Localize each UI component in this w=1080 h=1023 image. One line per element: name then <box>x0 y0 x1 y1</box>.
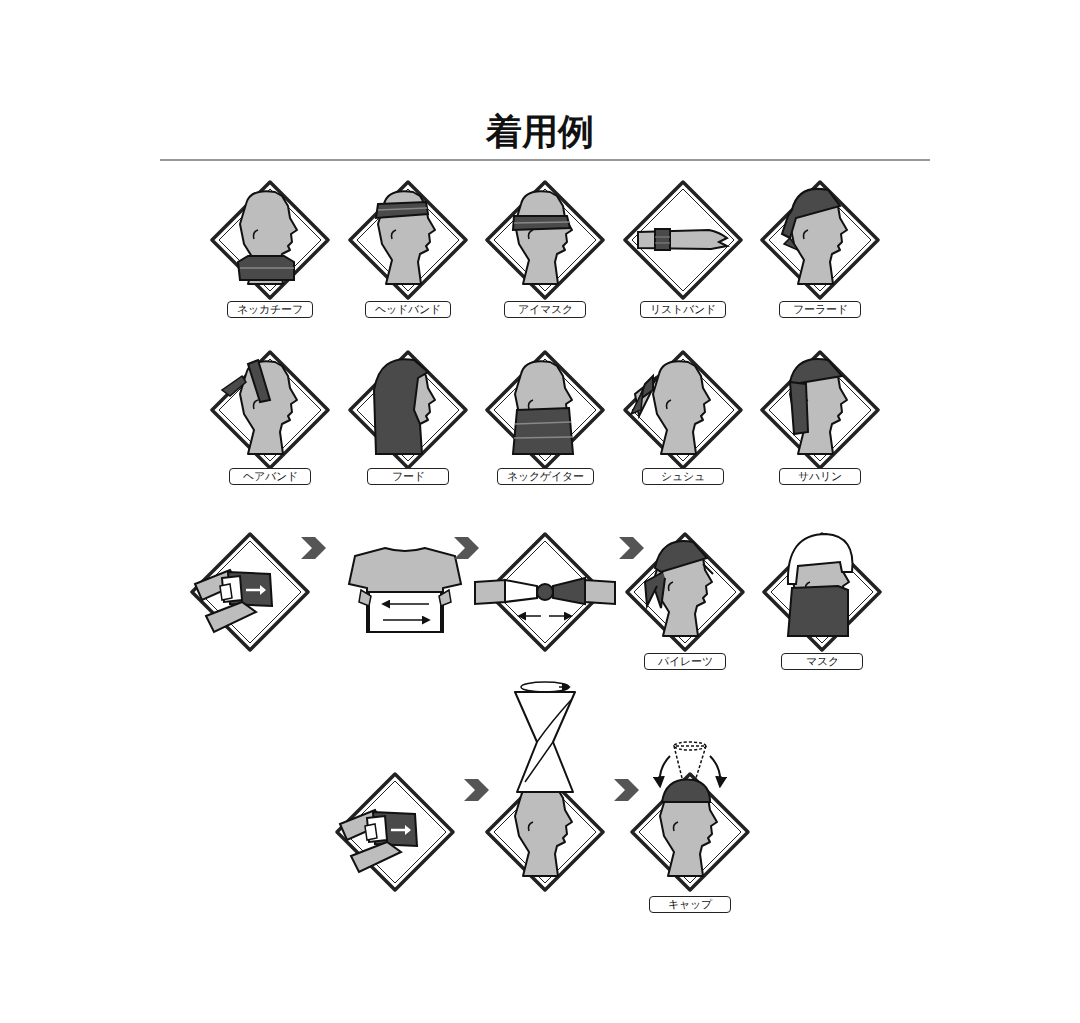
title: 着用例 <box>0 108 1080 157</box>
label-text: ネックゲイター <box>507 471 584 482</box>
label-text: ヘッドバンド <box>375 304 441 315</box>
label-box: キャップ <box>649 896 731 913</box>
label-box: ヘッドバンド <box>365 301 451 318</box>
label-box: パイレーツ <box>644 653 726 670</box>
label-text: キャップ <box>668 899 712 910</box>
label-text: ヘアバンド <box>243 471 298 482</box>
label-box: フーラード <box>779 301 861 318</box>
label-text: シュシュ <box>661 471 705 482</box>
label-box: フード <box>367 468 449 485</box>
label-box: ネッカチーフ <box>227 301 313 318</box>
label-box: ネックゲイター <box>497 468 594 485</box>
label-text: フード <box>392 471 425 482</box>
label-box: サハリン <box>779 468 861 485</box>
label-box: アイマスク <box>504 301 586 318</box>
label-text: パイレーツ <box>658 656 713 667</box>
label-text: リストバンド <box>650 304 716 315</box>
label-text: ネッカチーフ <box>237 304 303 315</box>
label-box: リストバンド <box>640 301 726 318</box>
label-box: マスク <box>781 653 863 670</box>
label-text: サハリン <box>798 471 842 482</box>
label-text: フーラード <box>793 304 848 315</box>
label-box: ヘアバンド <box>229 468 311 485</box>
label-text: アイマスク <box>518 304 573 315</box>
label-box: シュシュ <box>642 468 724 485</box>
label-text: マスク <box>806 656 839 667</box>
